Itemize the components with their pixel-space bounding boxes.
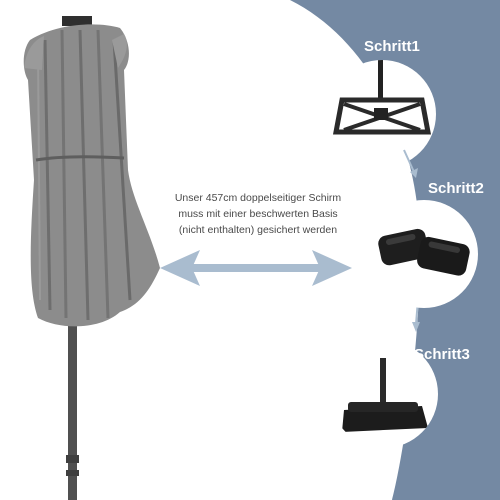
note-line-2: muss mit einer beschwerten Basis [178, 208, 338, 220]
note-line-1: Unser 457cm doppelseitiger Schirm [174, 192, 342, 204]
step-1-label: Schritt1 [364, 38, 420, 55]
mounting-note: Unser 457cm doppelseitiger Schirm muss m… [158, 190, 358, 238]
step-2-circle [370, 200, 478, 308]
step-3-circle [330, 340, 438, 448]
note-line-3: (nicht enthalten) gesichert werden [178, 224, 338, 236]
weighted-base-icon [342, 358, 428, 432]
base-frame-icon [332, 60, 432, 135]
weight-bags-icon [378, 228, 470, 276]
step-3-label: Schritt3 [414, 346, 470, 363]
step-2-label: Schritt2 [428, 180, 484, 197]
step-1-circle [328, 60, 436, 168]
